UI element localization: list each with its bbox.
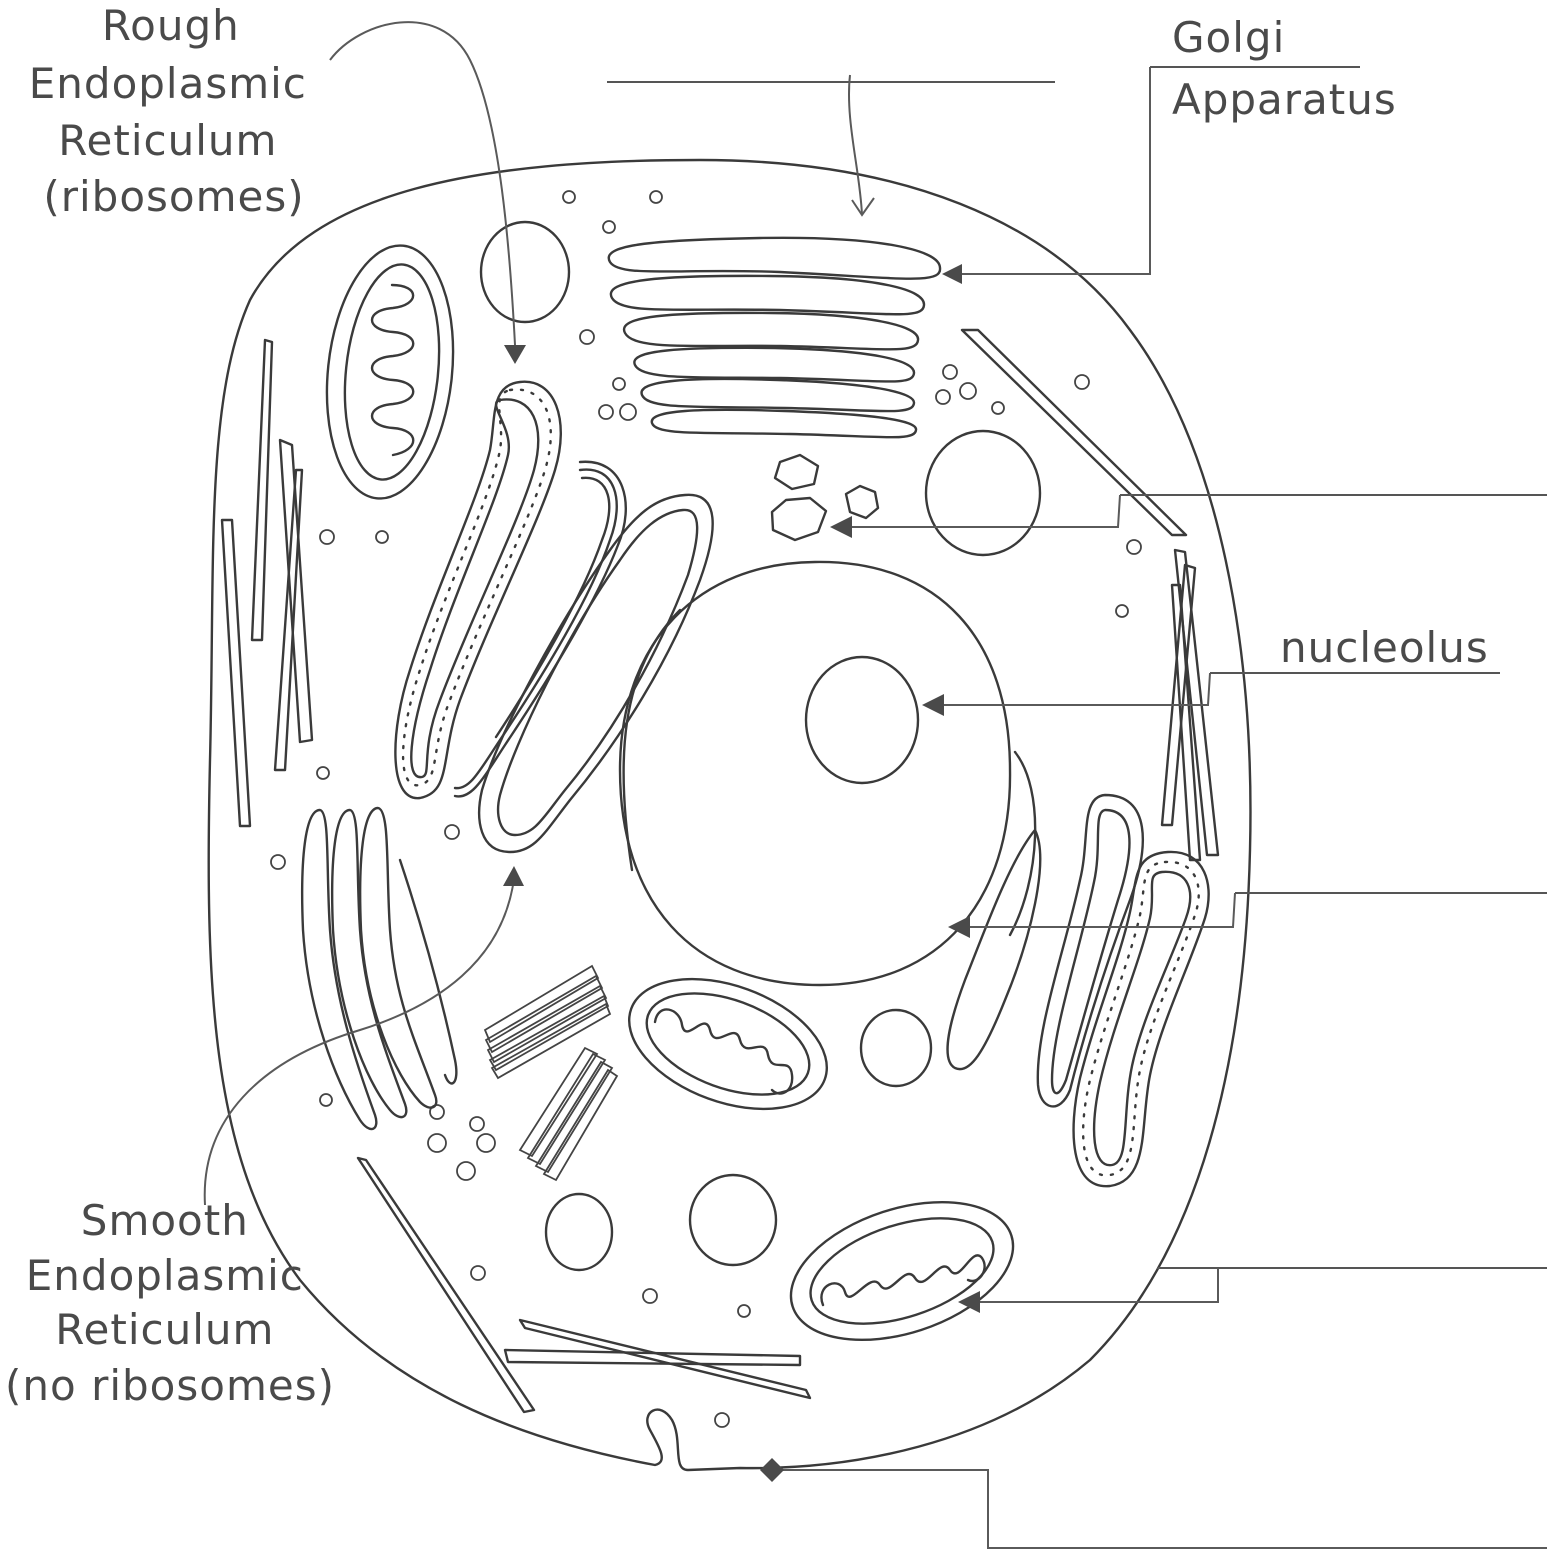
smooth-endoplasmic-reticulum <box>479 495 1143 1107</box>
mitochondrion-middle <box>611 954 844 1133</box>
label-lines <box>205 22 1547 1548</box>
label-nucleolus: nucleolus <box>1280 623 1489 672</box>
rough-endoplasmic-reticulum-left <box>395 382 625 798</box>
label-golgi-apparatus: Golgi Apparatus <box>1172 13 1397 124</box>
mitochondrion-top-left <box>315 239 465 505</box>
golgi-apparatus <box>609 238 940 437</box>
mitochondrion-bottom-right <box>773 1176 1030 1365</box>
cytoskeleton-filaments <box>222 330 1218 1412</box>
rough-endoplasmic-reticulum-right <box>1074 852 1209 1186</box>
label-rough-er: Rough Endoplasmic Reticulum (ribosomes) <box>29 1 322 221</box>
centriole-1 <box>485 966 610 1078</box>
centriole-2 <box>520 1048 617 1180</box>
nucleolus <box>806 657 918 783</box>
nucleus <box>620 562 1035 985</box>
cell-membrane <box>209 160 1251 1470</box>
label-smooth-er: Smooth Endoplasmic Reticulum (no ribosom… <box>5 1196 335 1410</box>
tubular-er-left <box>302 808 456 1129</box>
